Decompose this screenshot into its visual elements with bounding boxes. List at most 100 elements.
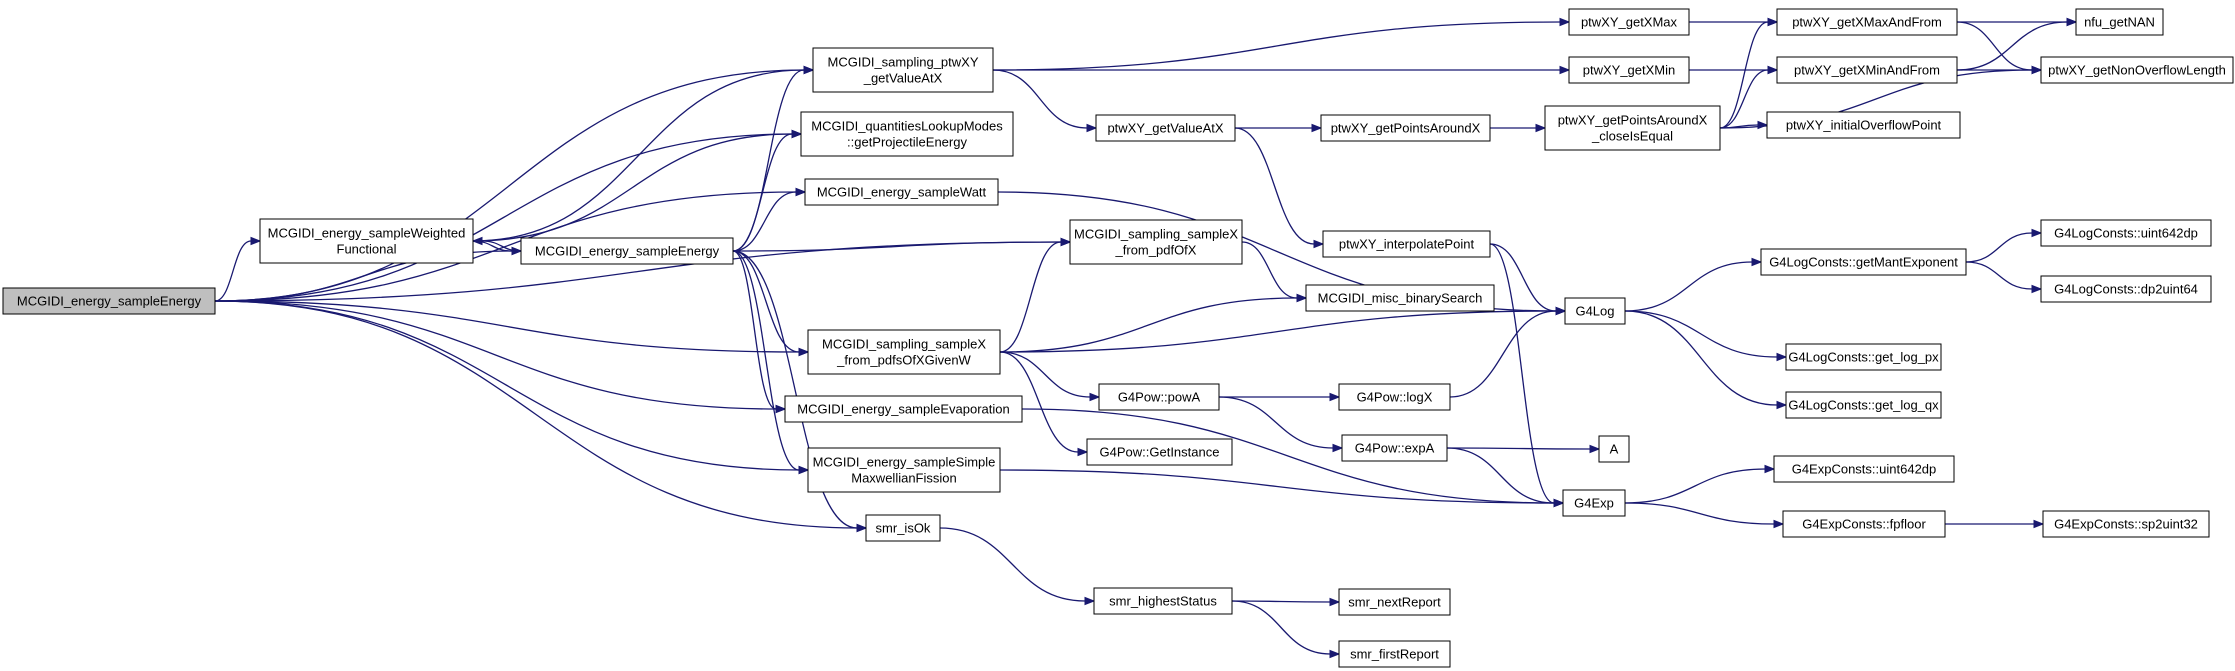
call-edge xyxy=(999,351,1089,457)
function-node-powA[interactable]: G4Pow::powA xyxy=(1098,383,1220,411)
function-node-label: MCGIDI_energy_sampleEvaporation xyxy=(797,402,1009,417)
function-node-nextReport[interactable]: smr_nextReport xyxy=(1338,588,1451,616)
function-node-label: MCGIDI_energy_sampleEnergy xyxy=(535,244,720,259)
function-node-firstReport[interactable]: smr_firstReport xyxy=(1338,640,1451,668)
call-edge xyxy=(732,250,787,414)
call-edge xyxy=(1489,243,1567,316)
function-node-label: ptwXY_getXMax xyxy=(1581,15,1678,30)
call-edge xyxy=(1231,600,1341,659)
function-node-label: smr_firstReport xyxy=(1350,647,1439,662)
function-node-label: MCGIDI_sampling_sampleX xyxy=(822,337,986,352)
function-node-maxwellian[interactable]: MCGIDI_energy_sampleSimpleMaxwellianFiss… xyxy=(807,447,1001,493)
call-edge xyxy=(993,65,1571,75)
function-node-interpolatePoint[interactable]: ptwXY_interpolatePoint xyxy=(1322,230,1491,258)
function-node-label: _from_pdfsOfXGivenW xyxy=(836,353,971,368)
function-node-label: ptwXY_getXMinAndFrom xyxy=(1794,63,1940,78)
function-node-label: ptwXY_getXMin xyxy=(1583,63,1676,78)
function-node-sp2uint32[interactable]: G4ExpConsts::sp2uint32 xyxy=(2042,510,2210,538)
call-edge xyxy=(1489,123,1547,133)
function-node-getPointsAroundX[interactable]: ptwXY_getPointsAroundX xyxy=(1320,114,1491,142)
function-node-label: _from_pdfOfX xyxy=(1115,243,1197,258)
call-edge xyxy=(1449,306,1567,398)
function-node-logX[interactable]: G4Pow::logX xyxy=(1338,383,1451,411)
function-node-getXMaxAndFrom[interactable]: ptwXY_getXMaxAndFrom xyxy=(1776,8,1958,36)
function-node-getLogQx[interactable]: G4LogConsts::get_log_qx xyxy=(1785,391,1942,419)
function-node-root[interactable]: MCGIDI_energy_sampleEnergy xyxy=(2,287,216,315)
function-node-label: G4Exp xyxy=(1574,496,1614,511)
function-node-sampleXpdfs[interactable]: MCGIDI_sampling_sampleX_from_pdfsOfXGive… xyxy=(807,329,1001,375)
function-node-label: G4LogConsts::get_log_px xyxy=(1788,350,1939,365)
function-node-label: G4Pow::GetInstance xyxy=(1100,445,1220,460)
function-node-getXMin[interactable]: ptwXY_getXMin xyxy=(1568,56,1690,84)
call-edges xyxy=(214,17,2078,659)
call-edge xyxy=(992,17,1571,71)
function-node-label: G4LogConsts::uint642dp xyxy=(2054,226,2198,241)
call-nodes: MCGIDI_energy_sampleEnergyMCGIDI_energy_… xyxy=(2,8,2234,668)
function-node-label: MCGIDI_energy_sampleEnergy xyxy=(17,294,202,309)
function-node-logUint642dp[interactable]: G4LogConsts::uint642dp xyxy=(2040,219,2212,247)
call-edge xyxy=(999,469,1565,508)
function-node-getLogPx[interactable]: G4LogConsts::get_log_px xyxy=(1785,343,1942,371)
call-edge xyxy=(214,300,810,357)
function-node-highestStatus[interactable]: smr_highestStatus xyxy=(1093,587,1233,615)
function-node-g4log[interactable]: G4Log xyxy=(1564,297,1626,325)
call-edge xyxy=(1231,597,1341,607)
function-node-label: Functional xyxy=(337,242,397,257)
call-edge xyxy=(472,65,815,242)
call-edge xyxy=(732,65,815,252)
call-edge xyxy=(214,65,815,302)
call-edge xyxy=(1956,17,2078,71)
function-node-getInstance[interactable]: G4Pow::GetInstance xyxy=(1086,438,1233,466)
function-node-label: ptwXY_getPointsAroundX xyxy=(1331,121,1481,136)
call-edge xyxy=(214,129,803,302)
function-node-watt[interactable]: MCGIDI_energy_sampleWatt xyxy=(804,178,999,206)
function-node-label: G4LogConsts::getMantExponent xyxy=(1769,255,1958,270)
function-node-evaporation[interactable]: MCGIDI_energy_sampleEvaporation xyxy=(784,395,1023,423)
call-edge xyxy=(472,129,803,242)
function-node-A[interactable]: A xyxy=(1598,435,1630,463)
function-node-label: smr_isOk xyxy=(876,521,931,536)
function-node-label: smr_nextReport xyxy=(1348,595,1441,610)
call-edge xyxy=(1624,257,1763,312)
function-node-sampleXpdf[interactable]: MCGIDI_sampling_sampleX_from_pdfOfX xyxy=(1069,219,1243,265)
function-node-binarySearch[interactable]: MCGIDI_misc_binarySearch xyxy=(1305,284,1495,312)
call-edge xyxy=(732,250,810,475)
call-edge xyxy=(1965,261,2043,294)
function-node-getMantExponent[interactable]: G4LogConsts::getMantExponent xyxy=(1760,248,1967,276)
call-edge xyxy=(1945,519,2045,529)
function-node-smrIsOk[interactable]: smr_isOk xyxy=(865,514,941,542)
function-node-initialOverflowPoint[interactable]: ptwXY_initialOverflowPoint xyxy=(1766,111,1961,139)
function-node-getValueAtX[interactable]: ptwXY_getValueAtX xyxy=(1095,114,1236,142)
function-node-g4exp[interactable]: G4Exp xyxy=(1562,489,1626,517)
function-node-label: MCGIDI_sampling_sampleX xyxy=(1074,227,1238,242)
function-node-quantities[interactable]: MCGIDI_quantitiesLookupModes::getProject… xyxy=(800,111,1014,157)
function-node-expA[interactable]: G4Pow::expA xyxy=(1341,434,1448,462)
function-node-nfuGetNAN[interactable]: nfu_getNAN xyxy=(2075,8,2164,36)
call-edge xyxy=(999,293,1308,353)
function-node-expUint642dp[interactable]: G4ExpConsts::uint642dp xyxy=(1773,455,1955,483)
function-node-label: G4LogConsts::get_log_qx xyxy=(1788,398,1939,413)
function-node-sampleEnergy2[interactable]: MCGIDI_energy_sampleEnergy xyxy=(520,237,734,265)
call-edge xyxy=(1689,17,1779,27)
function-node-getPointsAroundXclose[interactable]: ptwXY_getPointsAroundX_closeIsEqual xyxy=(1544,105,1721,151)
function-node-getXMinAndFrom[interactable]: ptwXY_getXMinAndFrom xyxy=(1776,56,1958,84)
call-edge xyxy=(1956,21,2043,75)
call-edge xyxy=(1234,127,1325,249)
function-node-getNonOverflowLength[interactable]: ptwXY_getNonOverflowLength xyxy=(2040,56,2234,84)
function-node-label: ptwXY_getPointsAroundX xyxy=(1558,113,1708,128)
call-edge xyxy=(214,300,787,414)
function-node-label: G4Pow::expA xyxy=(1355,441,1435,456)
function-node-label: MCGIDI_misc_binarySearch xyxy=(1318,291,1483,306)
function-node-ptwxyGetValueAtX[interactable]: MCGIDI_sampling_ptwXY_getValueAtX xyxy=(812,47,994,93)
function-node-label: smr_highestStatus xyxy=(1109,594,1217,609)
function-node-logDp2uint64[interactable]: G4LogConsts::dp2uint64 xyxy=(2040,275,2212,303)
call-edge xyxy=(214,236,262,302)
call-edge xyxy=(992,69,1098,133)
call-edge xyxy=(999,237,1072,353)
function-node-label: MCGIDI_energy_sampleSimple xyxy=(813,455,996,470)
function-node-label: MCGIDI_quantitiesLookupModes xyxy=(811,119,1003,134)
call-edge xyxy=(999,306,1567,353)
function-node-getXMax[interactable]: ptwXY_getXMax xyxy=(1568,8,1690,36)
function-node-fpfloor[interactable]: G4ExpConsts::fpfloor xyxy=(1782,510,1946,538)
